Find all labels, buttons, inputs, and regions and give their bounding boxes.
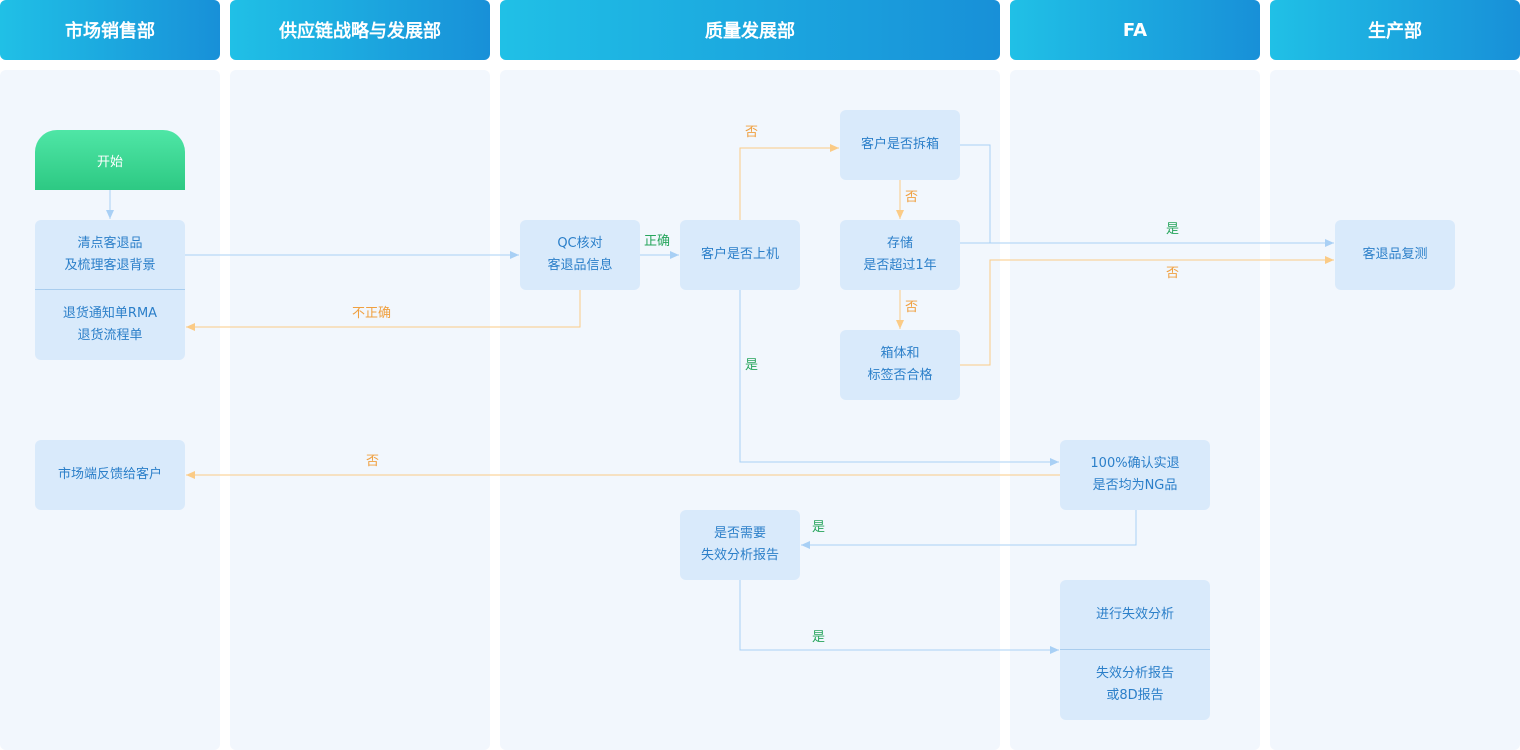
lane-body-supply-chain [230, 70, 490, 750]
edge-unpacked-yes [960, 144, 1334, 247]
lane-header-fa: FA [1010, 0, 1260, 60]
start-label: 开始 [96, 154, 123, 170]
label-no-feedback: 否 [366, 454, 380, 469]
label-no-box: 否 [905, 300, 919, 315]
lane-header-quality: 质量发展部 [500, 0, 1000, 60]
box-label-node: 箱体和 标签否合格 [840, 330, 960, 400]
label-no-storage: 否 [905, 190, 919, 205]
edge-onmachine-no [739, 144, 839, 220]
feedback-label: 市场端反馈给客户 [57, 467, 162, 482]
lane-body-production [1270, 70, 1520, 750]
edge-onmachine-yes [739, 290, 1059, 466]
unpacked-node: 客户是否拆箱 [840, 110, 960, 180]
label-no-unpacked: 否 [745, 125, 759, 140]
rma-part: 退货通知单RMA 退货流程单 [35, 290, 185, 360]
feedback-node: 市场端反馈给客户 [35, 440, 185, 510]
retest-node: 客退品复测 [1335, 220, 1455, 290]
lane-header-supply-chain: 供应链战略与发展部 [230, 0, 490, 60]
rma-label: 退货通知单RMA 退货流程单 [62, 306, 158, 343]
edge-qc-incorrect [186, 290, 581, 331]
qc-check-label: QC核对 客退品信息 [547, 236, 613, 273]
need-fa-label: 是否需要 失效分析报告 [700, 526, 779, 563]
storage-label: 存储 是否超过1年 [863, 236, 937, 273]
lane-header-production: 生产部 [1270, 0, 1520, 60]
storage-node: 存储 是否超过1年 [840, 220, 960, 290]
label-yes-needfa: 是 [812, 520, 826, 535]
do-fa-part: 进行失效分析 [1060, 580, 1210, 650]
check-returns-part: 清点客退品 及梳理客退背景 [35, 220, 185, 290]
on-machine-label: 客户是否上机 [700, 247, 779, 262]
lane-header-marketing: 市场销售部 [0, 0, 220, 60]
do-fa-label: 进行失效分析 [1095, 606, 1174, 622]
failure-analysis-node: 进行失效分析 失效分析报告 或8D报告 [1060, 580, 1210, 720]
box-label-label: 箱体和 标签否合格 [867, 346, 933, 383]
edge-needfa-yes [739, 580, 1059, 654]
label-yes-dofa: 是 [812, 630, 826, 645]
label-yes-retest: 是 [1166, 222, 1180, 237]
fa-report-label: 失效分析报告 或8D报告 [1095, 666, 1174, 703]
edge-box-no [960, 256, 1334, 366]
retest-label: 客退品复测 [1362, 247, 1428, 262]
check-returns-node: 清点客退品 及梳理客退背景 退货通知单RMA 退货流程单 [35, 220, 185, 360]
label-correct: 正确 [644, 234, 671, 249]
fa-report-part: 失效分析报告 或8D报告 [1060, 650, 1210, 720]
edge-confirm-yes [801, 510, 1137, 549]
check-returns-label: 清点客退品 及梳理客退背景 [64, 235, 156, 273]
label-no-retest: 否 [1166, 266, 1180, 281]
confirm-ng-label: 100%确认实退 是否均为NG品 [1090, 456, 1180, 493]
need-fa-node: 是否需要 失效分析报告 [680, 510, 800, 580]
confirm-ng-node: 100%确认实退 是否均为NG品 [1060, 440, 1210, 510]
start-node: 开始 [35, 130, 185, 190]
label-incorrect: 不正确 [352, 306, 392, 321]
on-machine-node: 客户是否上机 [680, 220, 800, 290]
label-yes-onmachine: 是 [745, 358, 759, 373]
qc-check-node: QC核对 客退品信息 [520, 220, 640, 290]
unpacked-label: 客户是否拆箱 [860, 137, 939, 152]
lane-body-quality [500, 70, 1000, 750]
